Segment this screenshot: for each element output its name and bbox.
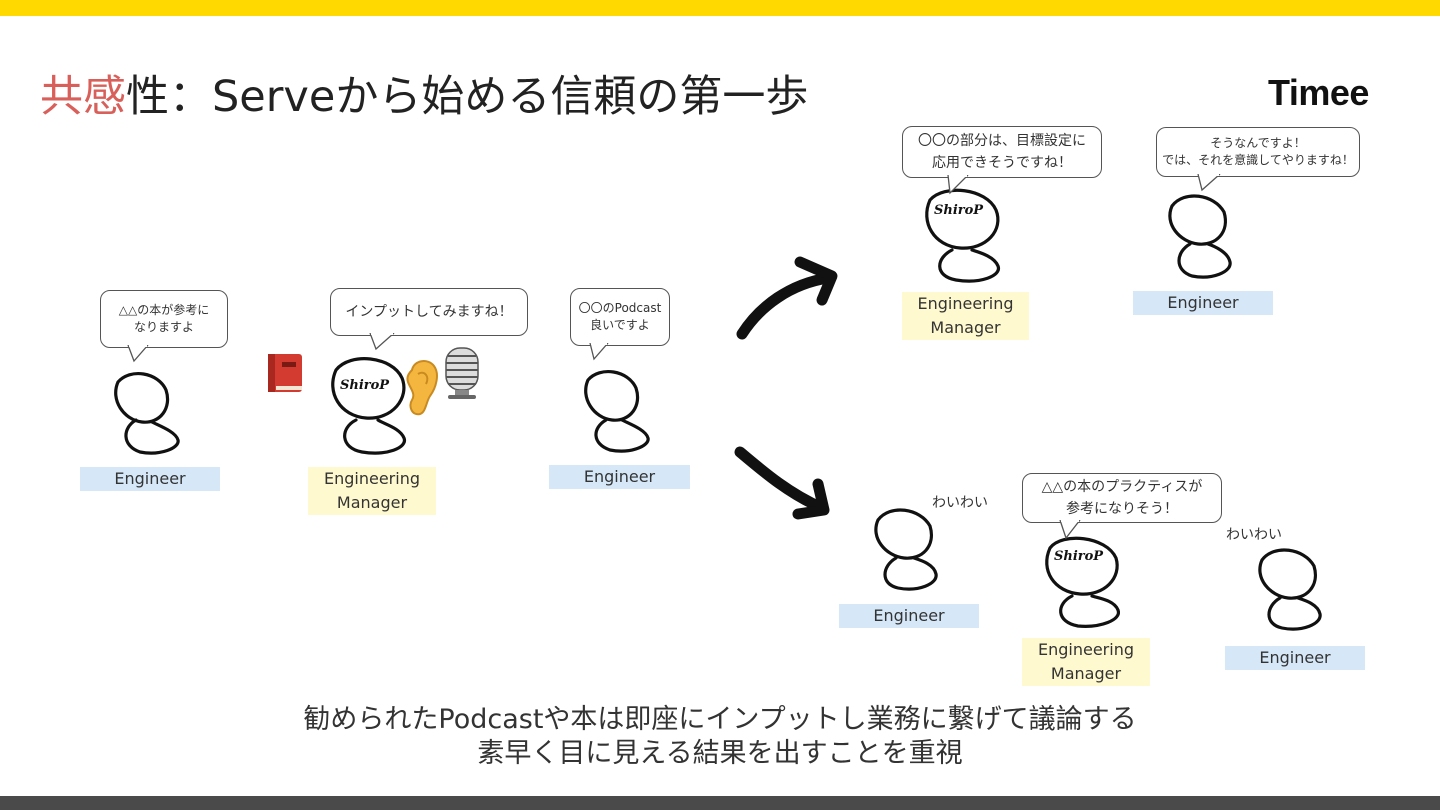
engineer-figure-bottom-2 — [1258, 548, 1322, 631]
microphone-icon — [445, 347, 479, 399]
slide-title: 共感性：Serveから始める信頼の第一歩 — [40, 62, 808, 124]
bubble-tail — [589, 343, 609, 361]
speech-bubble-engineer-top: そうなんですよ！ では、それを意識してやりますね！ — [1156, 127, 1360, 177]
engineer-tag-left-2: Engineer — [549, 465, 690, 489]
engineer-figure-bottom-1 — [874, 508, 938, 591]
tag-line: Engineering — [917, 294, 1014, 313]
caption-line-1: 勧められたPodcastや本は即座にインプットし業務に繋げて議論する — [303, 704, 1137, 735]
bubble-line: 参考になりそう！ — [1066, 501, 1178, 517]
bubble-tail — [127, 345, 149, 363]
remark-text-bottom-2: わいわい — [1226, 527, 1282, 543]
bubble-line: では、それを意識してやりますね！ — [1162, 153, 1354, 167]
bubble-line: 〇〇の部分は、目標設定に — [918, 133, 1086, 149]
timee-logo: Timee — [1268, 72, 1369, 113]
bubble-line: 応用できそうですね！ — [932, 155, 1072, 171]
bottom-bar — [0, 796, 1440, 810]
tag-line: Manager — [1050, 664, 1122, 683]
title-accent: 共感 — [40, 72, 126, 122]
speech-bubble-engineer-left-2: 〇〇のPodcast 良いですよ — [570, 288, 670, 346]
remark-text-bottom-1: わいわい — [932, 495, 988, 511]
bubble-line: そうなんですよ！ — [1210, 136, 1306, 150]
manager-tag-left: Engineering Manager — [308, 467, 436, 515]
bubble-tail — [369, 333, 395, 351]
book-icon — [268, 354, 302, 392]
engineer-tag-bottom-2: Engineer — [1225, 646, 1365, 670]
manager-head-text-left: ShiroP — [340, 378, 390, 393]
bubble-line: △△の本が参考に — [118, 303, 210, 317]
speech-bubble-manager-left: インプットしてみますね！ — [330, 288, 528, 336]
manager-head-text-top: ShiroP — [934, 203, 984, 218]
tag-line: Manager — [930, 318, 1001, 337]
engineer-tag-bottom-1: Engineer — [839, 604, 979, 628]
title-rest: 性：Serveから始める信頼の第一歩 — [126, 72, 809, 122]
ear-icon — [406, 360, 438, 416]
bubble-line: 良いですよ — [590, 318, 650, 332]
manager-figure-left — [331, 357, 406, 455]
arrow-down-right-icon — [734, 446, 830, 520]
engineer-tag-left-1: Engineer — [80, 467, 220, 491]
bubble-tail — [947, 175, 969, 195]
tag-line: Engineering — [324, 469, 420, 488]
manager-tag-bottom: Engineering Manager — [1022, 638, 1150, 686]
speech-bubble-manager-top: 〇〇の部分は、目標設定に 応用できそうですね！ — [902, 126, 1102, 178]
top-accent-bar — [0, 0, 1440, 16]
tag-line: Engineering — [1038, 640, 1134, 659]
engineer-figure-left-1 — [114, 372, 180, 455]
bubble-tail — [1197, 174, 1221, 192]
bubble-tail — [1059, 520, 1081, 540]
bubble-line: △△の本のプラクティスが — [1041, 479, 1203, 495]
manager-tag-top: Engineering Manager — [902, 292, 1029, 340]
tag-line: Manager — [336, 493, 408, 512]
engineer-tag-top: Engineer — [1133, 291, 1273, 315]
manager-head-text-bottom: ShiroP — [1054, 549, 1104, 564]
bubble-line: なりますよ — [133, 320, 194, 334]
manager-figure-bottom — [1045, 536, 1120, 628]
caption-line-2: 素早く目に見える結果を出すことを重視 — [477, 738, 963, 769]
speech-bubble-manager-bottom: △△の本のプラクティスが 参考になりそう！ — [1022, 473, 1222, 523]
bubble-line: インプットしてみますね！ — [345, 304, 513, 320]
engineer-figure-left-2 — [584, 370, 650, 453]
engineer-figure-top-right — [1168, 194, 1232, 279]
arrow-up-right-icon — [736, 256, 838, 340]
speech-bubble-engineer-left-1: △△の本が参考に なりますよ — [100, 290, 228, 348]
bubble-line: 〇〇のPodcast — [578, 301, 662, 315]
manager-figure-top-right — [925, 188, 1000, 283]
